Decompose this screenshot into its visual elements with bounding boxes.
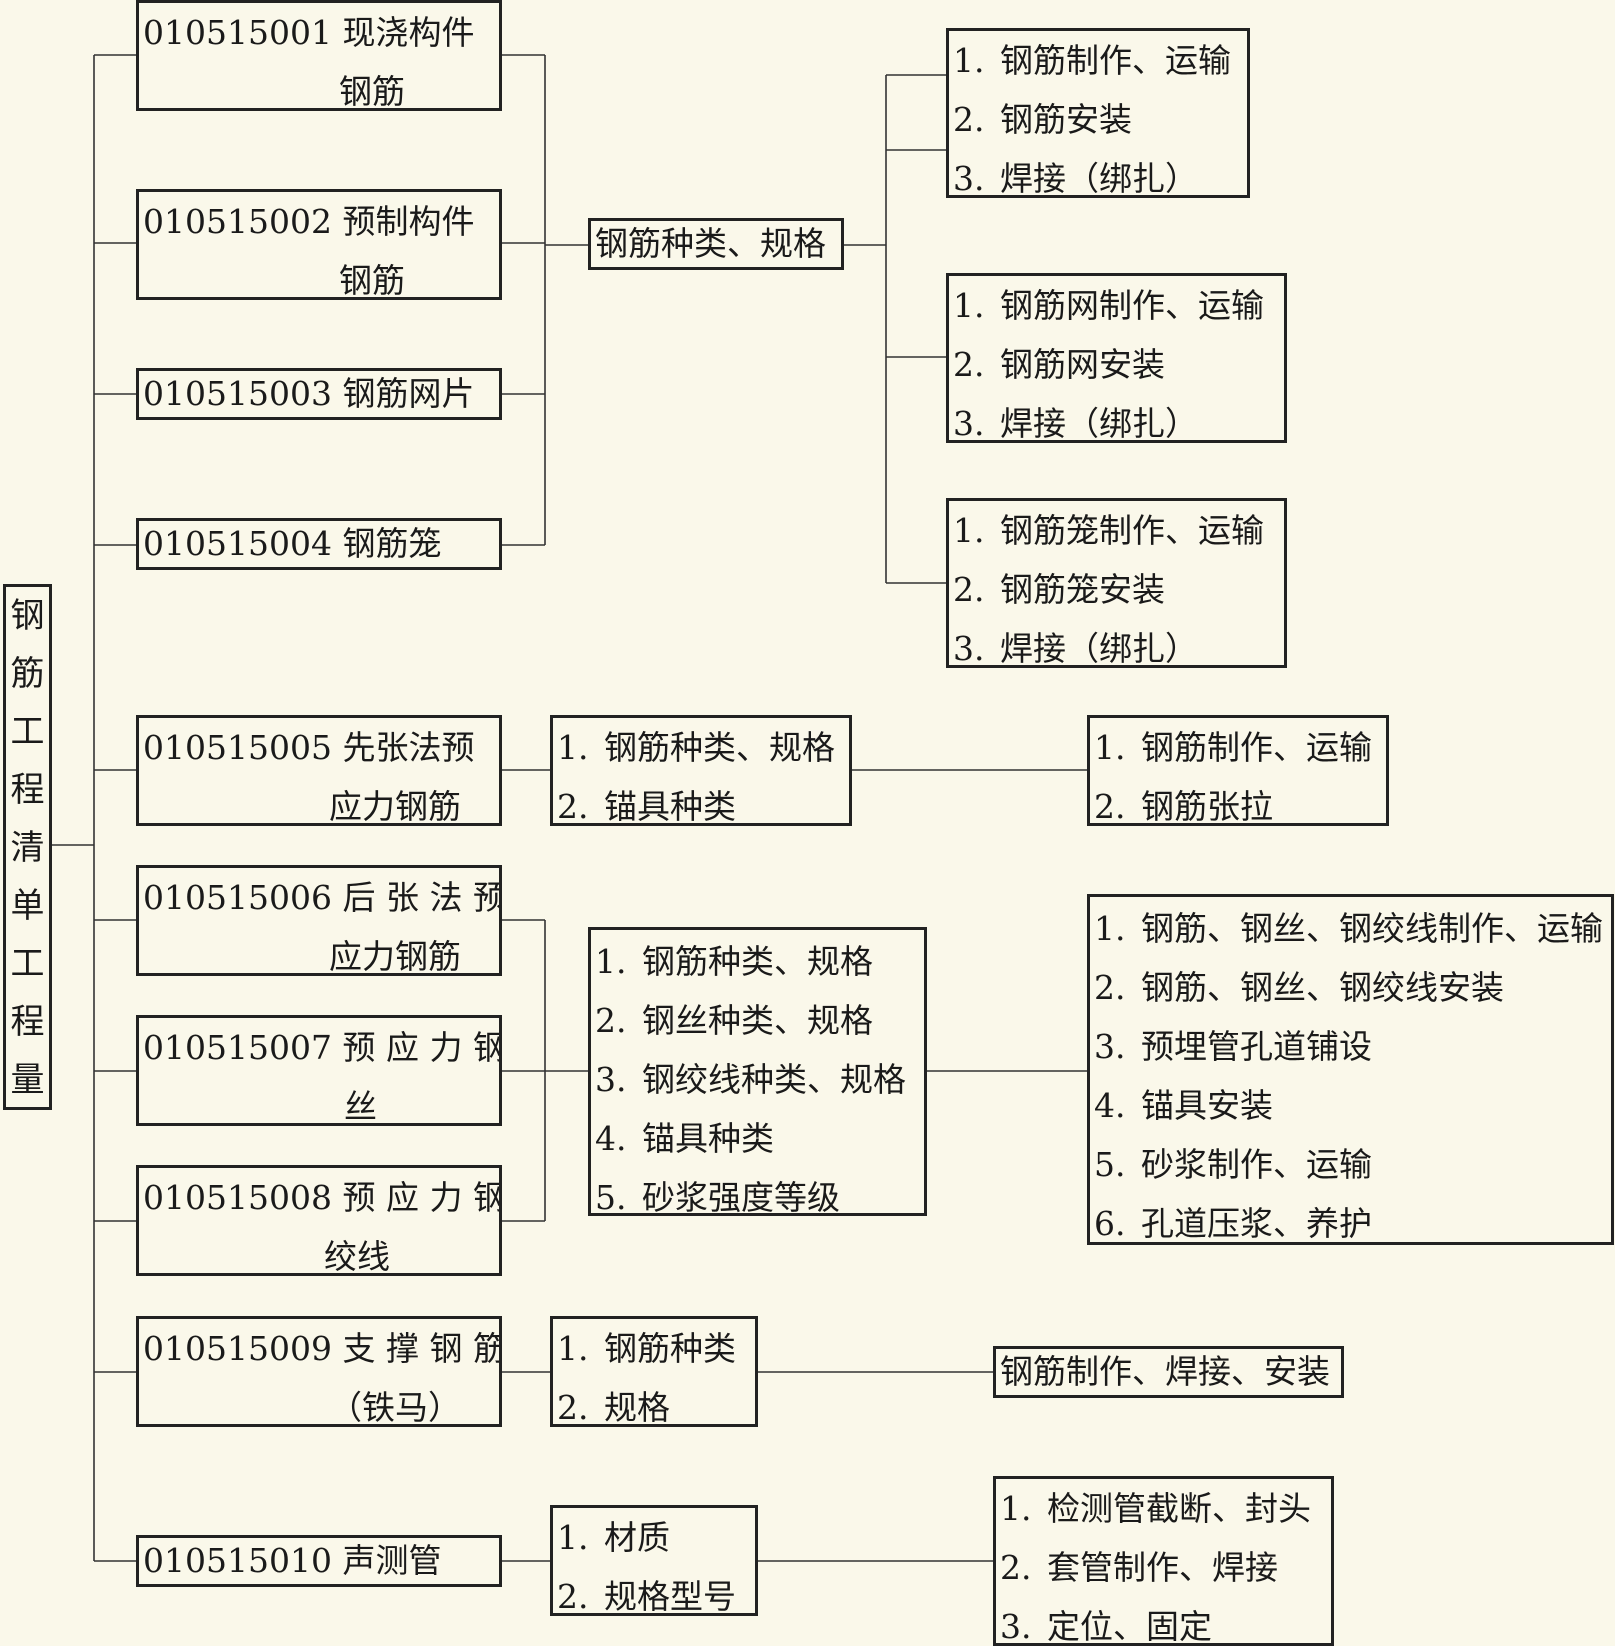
work-text: 钢筋网安装: [1000, 345, 1165, 384]
item-name: 现浇构件: [342, 13, 475, 52]
root-char: 程: [10, 1002, 45, 1042]
work-text: 焊接（绑扎）: [1000, 629, 1198, 668]
root-char: 清: [10, 828, 45, 868]
works-group-1: 1.钢筋制作、运输 2.钢筋安装 3.焊接（绑扎）: [946, 28, 1250, 198]
works-group-4: 1.钢筋制作、运输 2.钢筋张拉: [1087, 715, 1389, 826]
work-text: 焊接（绑扎）: [1000, 404, 1198, 443]
item-name: 钢筋网片: [342, 374, 475, 413]
work-text: 焊接（绑扎）: [1000, 159, 1198, 198]
feature-text: 锚具种类: [604, 787, 736, 826]
item-name: 预 应 力 钢: [342, 1178, 502, 1217]
features-group-3: 1.钢筋种类、规格 2.钢丝种类、规格 3.钢绞线种类、规格 4.锚具种类 5.…: [588, 927, 927, 1216]
root-char: 钢: [10, 596, 45, 636]
feature-text: 钢绞线种类、规格: [642, 1060, 906, 1099]
work-text: 钢筋张拉: [1141, 787, 1273, 826]
feature-text: 钢丝种类、规格: [642, 1001, 873, 1040]
features-group-1: 钢筋种类、规格: [588, 218, 844, 270]
item-name: 钢筋笼: [342, 524, 442, 563]
root-char: 工: [10, 944, 45, 984]
item-010515002: 010515002 预制构件 钢筋: [136, 189, 502, 300]
work-text: 套管制作、焊接: [1047, 1548, 1278, 1587]
item-code: 010515008: [143, 1178, 332, 1217]
item-name: 声测管: [342, 1541, 442, 1580]
item-010515001: 010515001 现浇构件 钢筋: [136, 0, 502, 111]
item-name: 预制构件: [342, 202, 475, 241]
work-text: 钢筋笼安装: [1000, 570, 1165, 609]
item-code: 010515002: [143, 202, 332, 241]
features-group-4: 1.钢筋种类 2.规格: [550, 1316, 758, 1427]
item-code: 010515001: [143, 13, 332, 52]
work-text: 钢筋笼制作、运输: [1000, 511, 1264, 550]
features-group-5: 1.材质 2.规格型号: [550, 1505, 758, 1616]
feature-text: 钢筋种类: [604, 1329, 736, 1368]
works-group-7: 1.检测管截断、封头 2.套管制作、焊接 3.定位、固定: [993, 1476, 1334, 1646]
item-name: 后 张 法 预: [342, 878, 502, 917]
work-text: 钢筋安装: [1000, 100, 1132, 139]
work-text: 钢筋、钢丝、钢绞线制作、运输: [1141, 909, 1603, 948]
root-node: 钢 筋 工 程 清 单 工 程 量: [3, 584, 52, 1110]
work-text: 钢筋制作、焊接、安装: [1000, 1352, 1330, 1391]
item-name-cont: 钢筋: [339, 261, 405, 300]
item-010515006: 010515006 后 张 法 预 应力钢筋: [136, 865, 502, 976]
root-char: 单: [10, 886, 45, 926]
feature-text: 钢筋种类、规格: [595, 224, 826, 263]
works-group-2: 1.钢筋网制作、运输 2.钢筋网安装 3.焊接（绑扎）: [946, 273, 1287, 443]
root-char: 量: [10, 1060, 45, 1100]
item-code: 010515006: [143, 878, 332, 917]
item-name-cont: 应力钢筋: [329, 937, 461, 976]
item-name: 预 应 力 钢: [342, 1028, 502, 1067]
item-010515008: 010515008 预 应 力 钢 绞线: [136, 1165, 502, 1276]
item-name-cont: 丝: [344, 1087, 377, 1126]
work-text: 孔道压浆、养护: [1141, 1204, 1372, 1243]
feature-text: 钢筋种类、规格: [604, 728, 835, 767]
item-code: 010515010: [143, 1541, 332, 1580]
work-text: 检测管截断、封头: [1047, 1489, 1311, 1528]
feature-text: 材质: [604, 1518, 670, 1557]
work-text: 定位、固定: [1047, 1607, 1212, 1646]
item-010515010: 010515010 声测管: [136, 1535, 502, 1587]
item-name-cont: 应力钢筋: [329, 787, 461, 826]
item-010515007: 010515007 预 应 力 钢 丝: [136, 1015, 502, 1126]
item-name: 先张法预: [342, 728, 475, 767]
item-name-cont: 钢筋: [339, 72, 405, 111]
item-010515005: 010515005 先张法预 应力钢筋: [136, 715, 502, 826]
works-group-5: 1.钢筋、钢丝、钢绞线制作、运输 2.钢筋、钢丝、钢绞线安装 3.预埋管孔道铺设…: [1087, 894, 1614, 1245]
feature-text: 砂浆强度等级: [642, 1178, 840, 1216]
works-group-6: 钢筋制作、焊接、安装: [993, 1346, 1344, 1398]
item-code: 010515003: [143, 374, 332, 413]
item-name-cont: （铁马）: [329, 1388, 461, 1427]
item-code: 010515005: [143, 728, 332, 767]
work-text: 钢筋网制作、运输: [1000, 286, 1264, 325]
feature-text: 锚具种类: [642, 1119, 774, 1158]
features-group-2: 1.钢筋种类、规格 2.锚具种类: [550, 715, 852, 826]
work-text: 预埋管孔道铺设: [1141, 1027, 1372, 1066]
works-group-3: 1.钢筋笼制作、运输 2.钢筋笼安装 3.焊接（绑扎）: [946, 498, 1287, 668]
item-code: 010515009: [143, 1329, 332, 1368]
item-010515009: 010515009 支 撑 钢 筋 （铁马）: [136, 1316, 502, 1427]
feature-text: 规格型号: [604, 1577, 736, 1616]
item-name: 支 撑 钢 筋: [342, 1329, 502, 1368]
work-text: 锚具安装: [1141, 1086, 1273, 1125]
work-text: 砂浆制作、运输: [1141, 1145, 1372, 1184]
feature-text: 规格: [604, 1388, 670, 1427]
work-text: 钢筋、钢丝、钢绞线安装: [1141, 968, 1504, 1007]
item-010515004: 010515004 钢筋笼: [136, 518, 502, 570]
item-code: 010515004: [143, 524, 332, 563]
root-char: 筋: [10, 654, 45, 694]
feature-text: 钢筋种类、规格: [642, 942, 873, 981]
item-010515003: 010515003 钢筋网片: [136, 368, 502, 420]
root-char: 工: [10, 712, 45, 752]
root-char: 程: [10, 770, 45, 810]
work-text: 钢筋制作、运输: [1141, 728, 1372, 767]
item-name-cont: 绞线: [324, 1237, 390, 1276]
work-text: 钢筋制作、运输: [1000, 41, 1231, 80]
item-code: 010515007: [143, 1028, 332, 1067]
